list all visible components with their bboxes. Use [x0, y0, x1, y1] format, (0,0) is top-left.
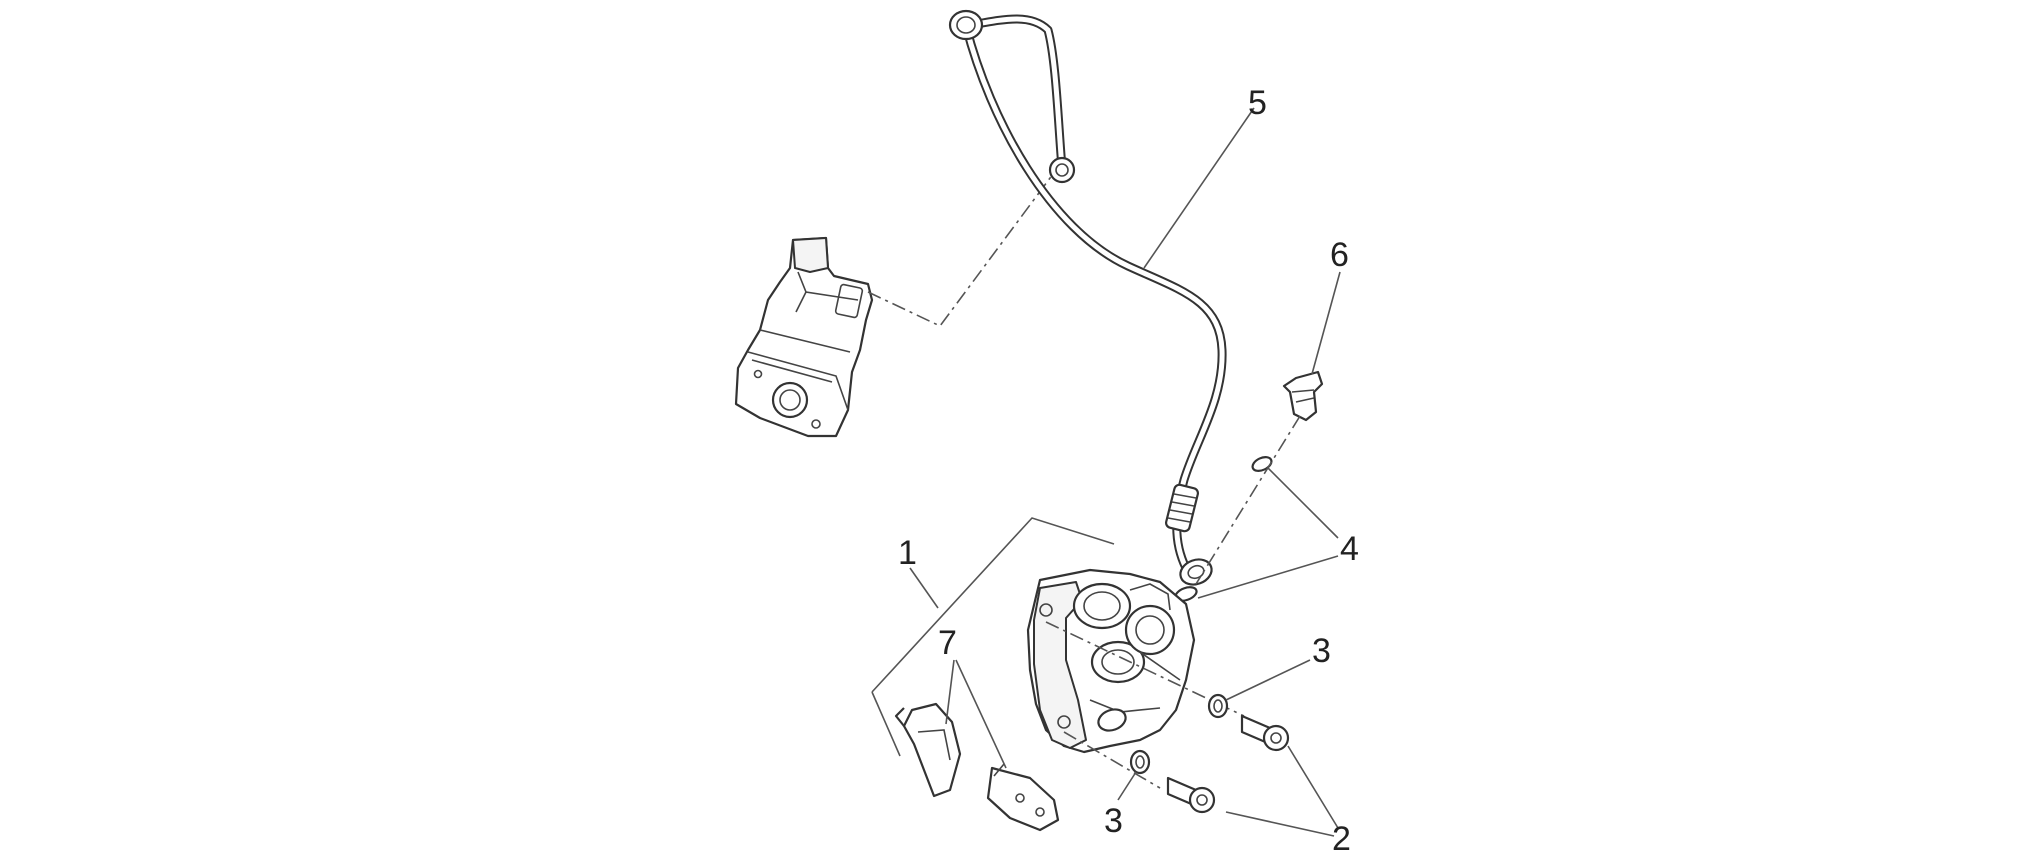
bolt-lower [1166, 776, 1216, 814]
brake-pad-front [894, 702, 962, 798]
brake-hose [948, 9, 1227, 586]
hose-sleeve [1164, 483, 1200, 533]
brake-pad-rear [986, 763, 1060, 832]
brake-caliper [1026, 568, 1196, 754]
lower-bolt-axis-line [1063, 731, 1161, 789]
washer-3-lower [1129, 749, 1151, 775]
bleed-screw [1282, 370, 1324, 422]
callout-4: 4 [1340, 530, 1359, 568]
callout-5: 5 [1248, 84, 1267, 122]
banjo-axis-line [1195, 415, 1301, 585]
callout-2: 2 [1332, 820, 1351, 851]
callout-3-lower: 3 [1104, 802, 1123, 840]
master-cylinder [734, 236, 874, 438]
callout-6: 6 [1330, 236, 1349, 274]
master-cylinder-connection-line [867, 169, 1057, 328]
callout-1: 1 [898, 534, 917, 572]
callout-3-upper: 3 [1312, 632, 1331, 670]
bolt-upper [1240, 714, 1290, 752]
callout-7: 7 [938, 624, 957, 662]
callout-labels: 1 2 3 3 4 5 6 7 [898, 84, 1359, 851]
leader-lines [871, 107, 1341, 837]
washer-3-upper [1207, 693, 1229, 719]
washer-4-upper [1251, 456, 1273, 472]
